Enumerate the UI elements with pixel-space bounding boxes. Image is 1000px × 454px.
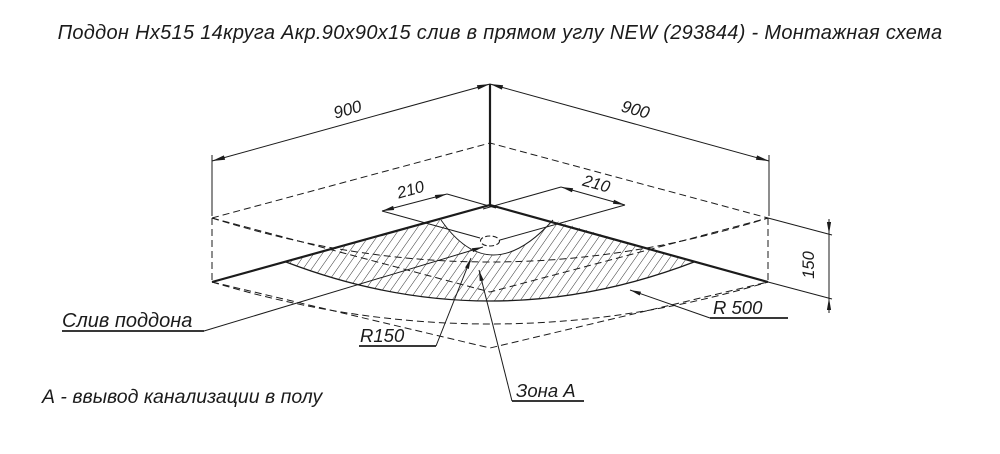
tray-wall-floor-edges xyxy=(211,203,769,284)
dim-210-right-value: 210 xyxy=(580,172,613,197)
zone-a-hatch xyxy=(286,220,694,301)
dimension-arrowhead xyxy=(382,205,395,211)
drain-label: Слив поддона xyxy=(62,310,192,332)
dimension-arrowhead xyxy=(471,247,483,253)
dim-900-left-value: 900 xyxy=(331,97,364,123)
drain-hole xyxy=(479,235,501,247)
dim-210-left-value: 210 xyxy=(394,178,427,203)
dim-line-900-right xyxy=(489,83,770,162)
leader-drain xyxy=(203,246,484,332)
dimension-arrowhead xyxy=(490,84,504,90)
zone-a-label: Зона А xyxy=(516,380,576,401)
tray-floor-arc xyxy=(211,281,769,325)
legend-note: А - ввывод канализации в полу xyxy=(42,386,323,408)
leader-r150 xyxy=(435,257,472,347)
dimension-arrowhead xyxy=(826,222,832,234)
outer-radius-label: R 500 xyxy=(713,297,763,318)
tray-rim-arc xyxy=(211,217,769,263)
dimension-arrowhead xyxy=(612,199,625,205)
dimension-arrowhead xyxy=(476,84,490,90)
leader-zone-a xyxy=(478,269,513,402)
leader-r500 xyxy=(629,289,711,319)
box-bottom-near-edges xyxy=(211,281,769,349)
dim-line-900-left xyxy=(211,83,491,162)
inner-radius-label: R150 xyxy=(360,325,405,346)
extension-line xyxy=(446,193,497,209)
extension-line xyxy=(482,186,562,210)
dimension-arrowhead xyxy=(434,194,447,200)
dimension-arrowhead xyxy=(630,290,642,296)
extension-line xyxy=(767,281,833,300)
dim-150-value: 150 xyxy=(800,250,818,278)
zone-outer-arc-r500 xyxy=(285,261,695,302)
dimension-arrowhead xyxy=(479,270,484,282)
box-top-near-edges xyxy=(211,217,769,293)
dimension-arrowhead xyxy=(465,258,471,269)
zone-inner-arc-r150 xyxy=(440,219,554,256)
dimension-arrowhead xyxy=(561,187,574,193)
dimension-arrowhead xyxy=(212,155,226,161)
dim-900-right-value: 900 xyxy=(619,97,652,123)
extension-line xyxy=(499,204,626,241)
extension-line xyxy=(381,210,481,239)
dimension-arrowhead xyxy=(755,155,769,161)
extension-line xyxy=(767,217,833,236)
dimension-arrowhead xyxy=(826,298,832,310)
drawing-title: Поддон Hx515 14круга Акр.90x90x15 слив в… xyxy=(57,22,943,44)
